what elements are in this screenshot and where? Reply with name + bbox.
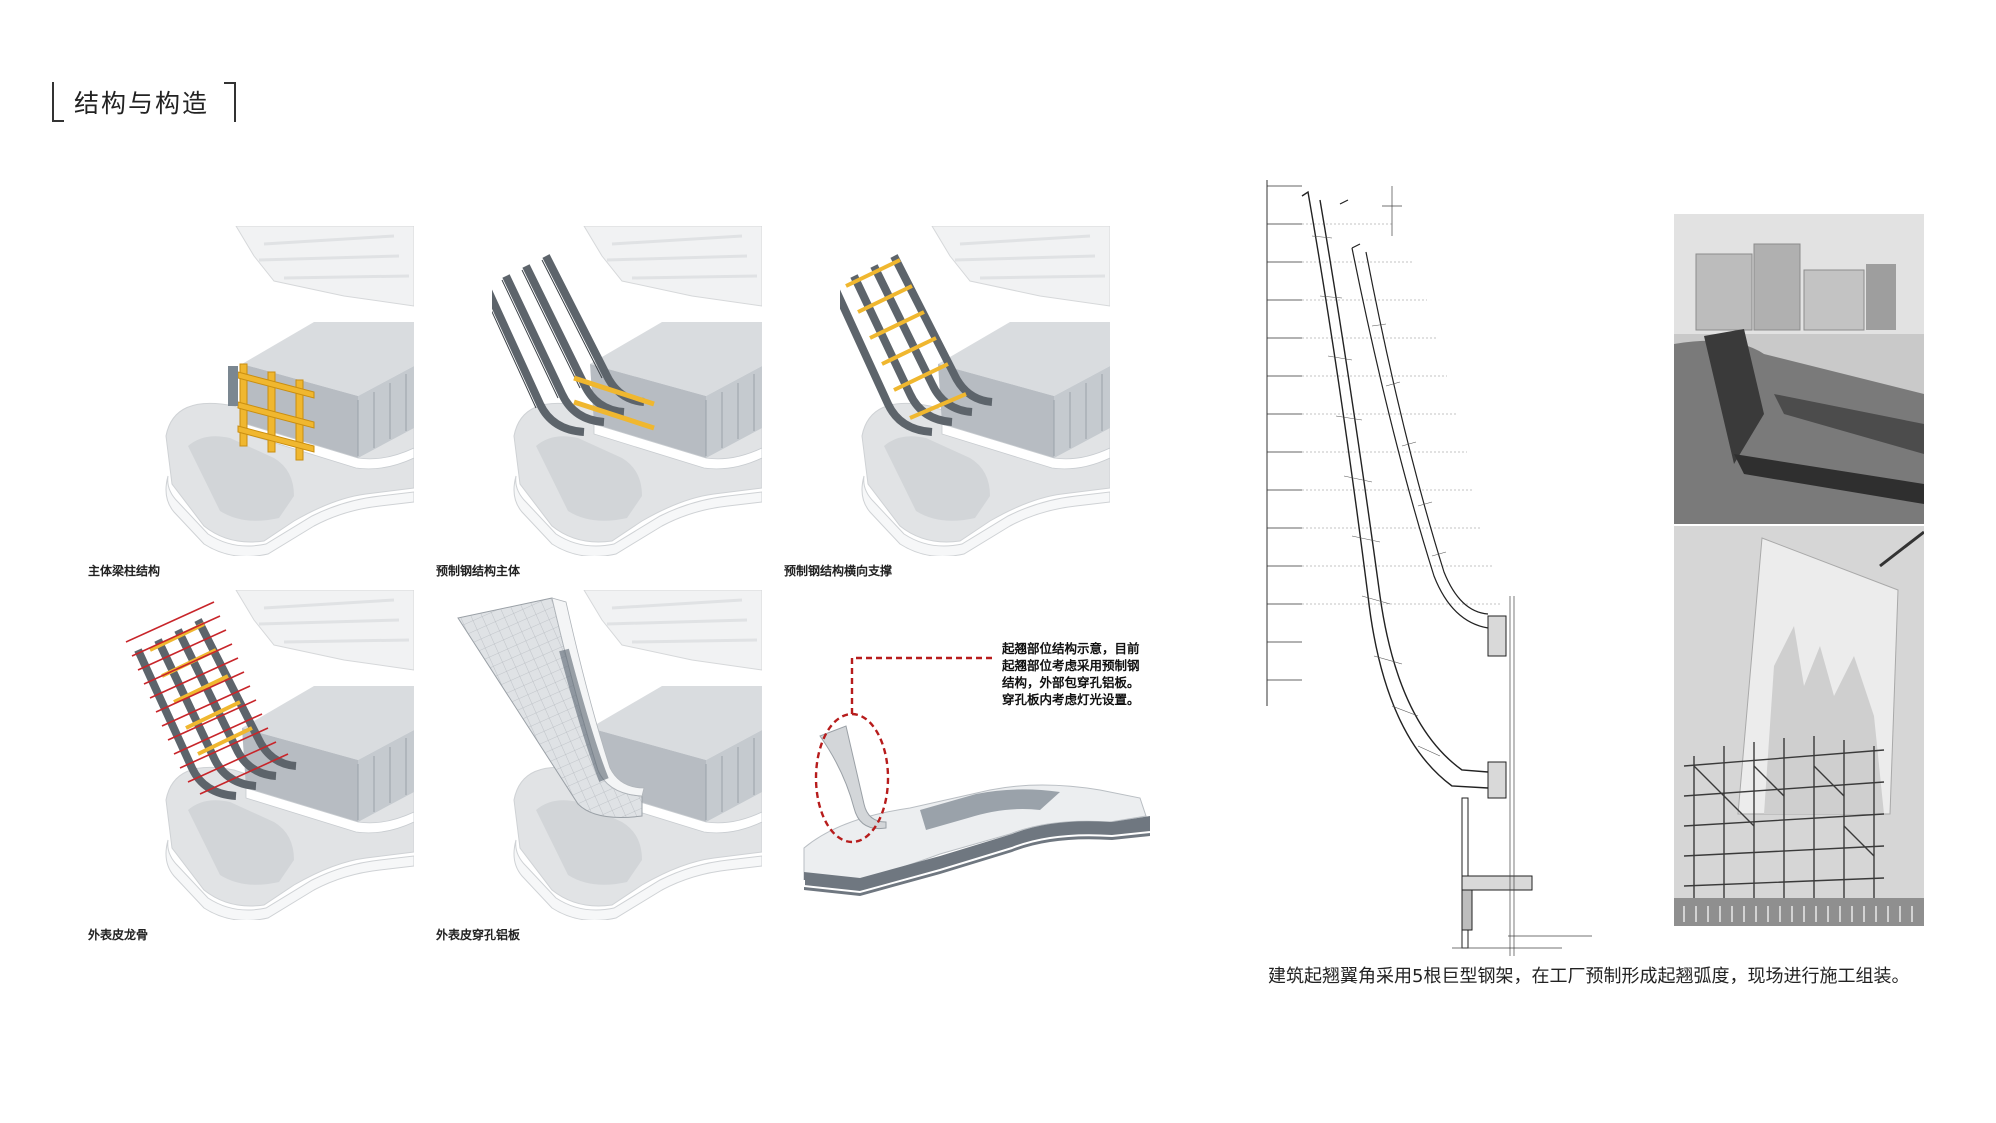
photo-top-svg (1674, 214, 1924, 524)
diagram-perforated-panel (452, 590, 762, 920)
steel-ribs (134, 618, 297, 800)
title-bracket-right (224, 82, 236, 122)
diagram-prefab-steel (492, 226, 762, 556)
diagram-lateral-bracing (840, 226, 1110, 556)
caption-facade-keel: 外表皮龙骨 (88, 928, 149, 942)
note-line-3: 结构，外部包穿孔铝板。 (1002, 675, 1140, 690)
scaffolding (1683, 736, 1885, 906)
page-title: 结构与构造 (74, 89, 210, 118)
steel-rib-edges (492, 259, 603, 409)
diagram-beam-column (144, 226, 414, 556)
caption-prefab-steel: 预制钢结构主体 (436, 564, 521, 578)
note-line-2: 起翘部位考虑采用预制钢 (1002, 658, 1140, 673)
upturn-detail-svg (803, 656, 1151, 896)
title-bracket-left (52, 82, 64, 122)
lateral-braces (845, 258, 967, 420)
page-title-block: 结构与构造 (52, 82, 236, 122)
diagram-upturn-detail (800, 640, 1160, 900)
construction-photo-top (1674, 214, 1924, 524)
caption-lateral-bracing: 预制钢结构横向支撑 (784, 564, 893, 578)
beam-column-svg (164, 226, 414, 556)
section-slabs (1461, 615, 1533, 949)
caption-perforated-panel: 外表皮穿孔铝板 (436, 928, 521, 942)
note-line-1: 起翘部位结构示意，目前 (1002, 641, 1140, 656)
lateral-bracing-svg (840, 226, 1110, 556)
photo-bottom-svg (1674, 526, 1925, 926)
section-drawing (1262, 176, 1592, 958)
section-cross-ties (1311, 235, 1447, 757)
yellow-frame (228, 363, 315, 461)
upturn-note: 起翘部位结构示意，目前 起翘部位考虑采用预制钢 结构，外部包穿孔铝板。 穿孔板内… (1002, 640, 1152, 708)
diagram-facade-keel (124, 590, 414, 920)
note-line-4: 穿孔板内考虑灯光设置。 (1002, 692, 1140, 707)
construction-photo-bottom (1674, 526, 1925, 926)
section-drawing-svg (1266, 180, 1592, 956)
section-inner-curve (1339, 199, 1489, 629)
caption-beam-column: 主体梁柱结构 (88, 564, 161, 578)
red-keel-lines (125, 601, 289, 795)
facade-keel-svg (125, 590, 414, 920)
section-outer-curve (1301, 190, 1489, 789)
perforated-panel-svg (457, 590, 762, 920)
highlight-ellipse (814, 712, 890, 844)
lead-line (850, 656, 996, 714)
prefab-steel-svg (492, 226, 762, 556)
right-caption: 建筑起翘翼角采用5根巨型钢架，在工厂预制形成起翘弧度，现场进行施工组装。 (1268, 966, 1910, 987)
